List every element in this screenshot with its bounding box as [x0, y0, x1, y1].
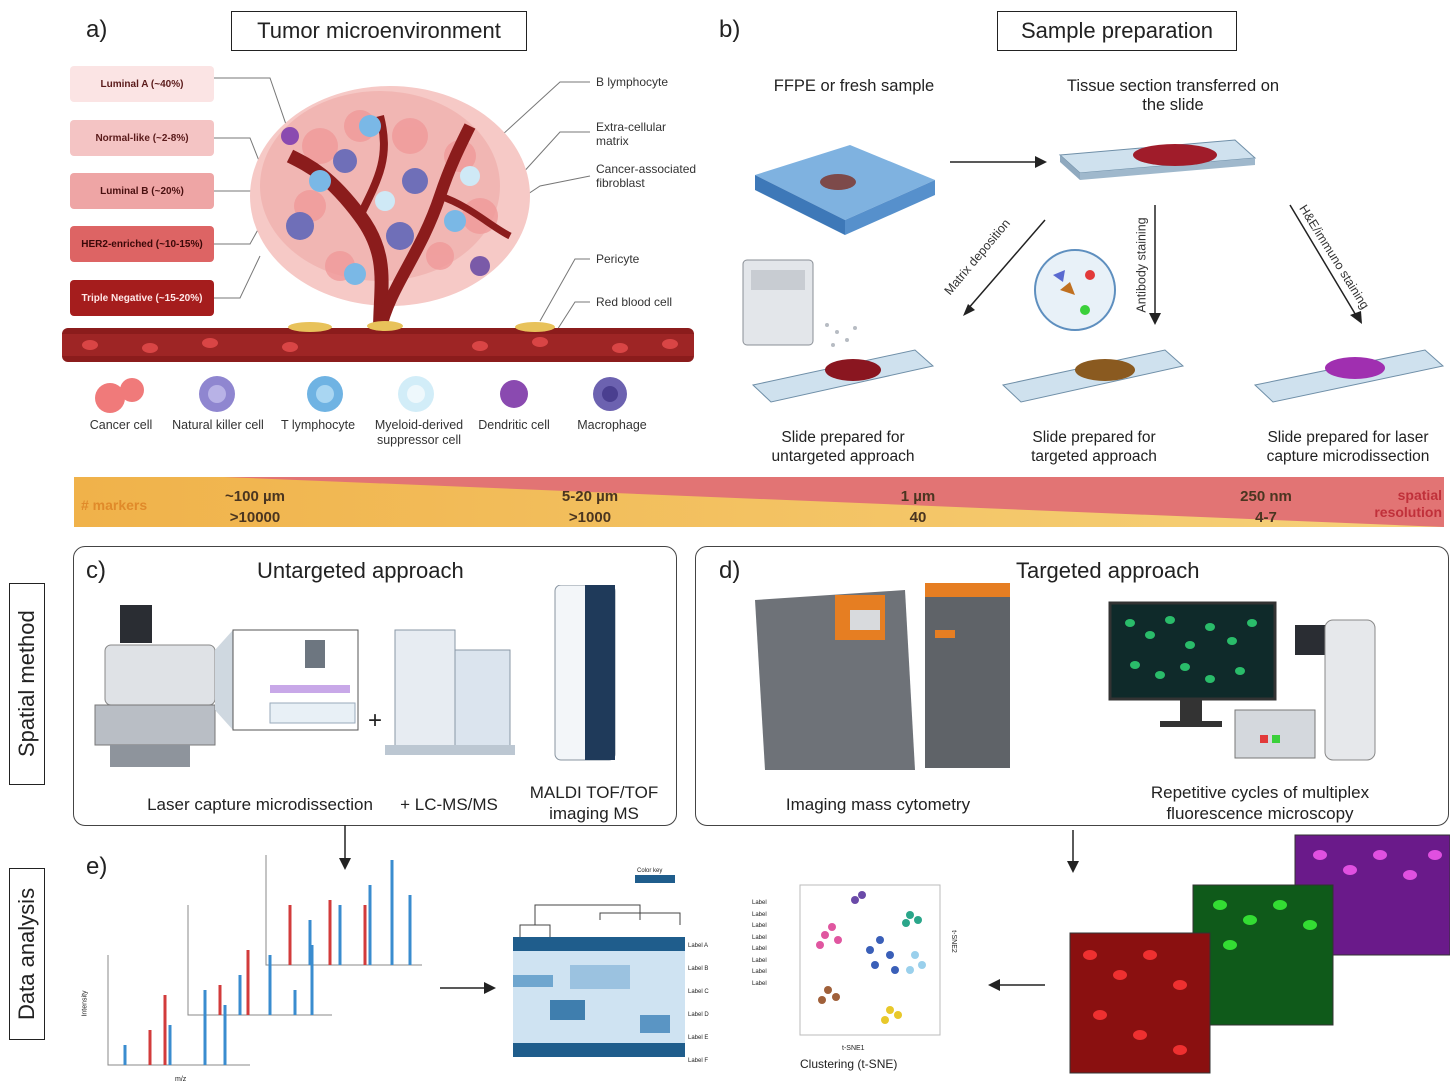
lcms-label: + LC-MS/MS [400, 795, 498, 814]
heatmap-row-e: Label E [688, 1035, 709, 1041]
cell-mdsc: Myeloid-derived suppressor cell [374, 418, 464, 447]
panel-c-letter: c) [86, 557, 106, 584]
band-markers-4: 4-7 [1255, 509, 1277, 526]
callout-b-lymphocyte: B lymphocyte [596, 75, 669, 89]
band-left-label: # markers [81, 497, 148, 513]
lcm-label: Laser capture microdissection [147, 795, 373, 814]
subtype-her2: HER2-enriched (~10-15%) [70, 226, 214, 262]
targeted-instruments [755, 583, 1376, 770]
subtype-normal-like: Normal-like (~2-8%) [70, 120, 214, 156]
tsne-legend-7: Label [752, 969, 767, 975]
panel-c-title: Untargeted approach [257, 558, 464, 583]
tsne-legend: Label Label Label Label Label Label Labe… [752, 898, 767, 990]
tsne-legend-5: Label [752, 946, 767, 952]
sample-prep-illustration [742, 139, 1445, 403]
spectrum-xlabel: m/z [175, 1076, 187, 1083]
slide-caption-lcm: Slide prepared for laser capture microdi… [1266, 429, 1430, 465]
heatmap-row-d: Label D [688, 1012, 709, 1018]
band-markers-1: >10000 [229, 509, 281, 526]
subtype-triple-negative: Triple Negative (~15-20%) [70, 280, 214, 316]
band-right-label: spatial resolution [1374, 487, 1442, 520]
fluorescence-stack [1069, 834, 1450, 1074]
side-label-spatial-method: Spatial method [9, 583, 45, 785]
band-res-4: 250 nm [1240, 488, 1292, 505]
tsne-plot [799, 884, 941, 1036]
plus-sign-glyph: + [368, 707, 382, 734]
tsne-xlabel: t-SNE1 [842, 1045, 865, 1052]
panel-d-title: Targeted approach [1016, 558, 1200, 583]
untargeted-instruments: + [94, 585, 616, 767]
tsne-caption: Clustering (t-SNE) [800, 1057, 898, 1071]
tsne-legend-3: Label [752, 923, 767, 929]
cell-legend-icons [95, 376, 627, 413]
tsne-legend-1: Label [752, 900, 767, 906]
band-level-3: 1 µm 40 [868, 486, 968, 528]
heatmap-row-labels: Label A Label B Label C Label D Label E … [688, 935, 709, 1073]
maldi-label: MALDI TOF/TOF imaging MS [529, 783, 659, 823]
band-level-1: ~100 µm >10000 [205, 486, 305, 528]
band-res-3: 1 µm [900, 488, 936, 505]
slide-caption-untargeted: Slide prepared for untargeted approach [771, 429, 915, 465]
slide-caption-targeted: Slide prepared for targeted approach [1031, 429, 1157, 465]
tsne-ylabel: t-SNE2 [949, 930, 957, 953]
fluor-label: Repetitive cycles of multiplex fluoresce… [1150, 783, 1370, 823]
transfer-label: Tissue section transferred on the slide [1066, 77, 1280, 114]
heatmap-key-label: Color key [637, 868, 663, 874]
cell-t-lymphocyte: T lymphocyte [280, 418, 356, 432]
tsne-legend-8: Label [752, 980, 767, 987]
tsne-legend-4: Label [752, 934, 767, 941]
panel-c-box [73, 546, 677, 826]
panel-d-letter: d) [719, 557, 741, 584]
heatmap-row-f: Label F [688, 1058, 709, 1064]
subtype-luminal-b: Luminal B (~20%) [70, 173, 214, 209]
band-level-2: 5-20 µm >1000 [540, 486, 640, 528]
panel-d-box [695, 546, 1449, 826]
tumor-illustration [62, 77, 694, 362]
arrow-label-antibody: Antibody staining [1134, 217, 1149, 313]
tsne-legend-2: Label [752, 911, 767, 918]
panel-a-title: Tumor microenvironment [231, 11, 527, 51]
callout-pericyte: Pericyte [596, 252, 640, 266]
side-label-data-analysis: Data analysis [9, 868, 45, 1040]
band-markers-3: 40 [909, 509, 927, 526]
callout-caf: Cancer-associated fibroblast [596, 162, 697, 190]
cell-nk: Natural killer cell [172, 418, 264, 432]
resolution-band [74, 477, 1444, 527]
tsne-legend-6: Label [752, 957, 767, 964]
subtype-luminal-a: Luminal A (~40%) [70, 66, 214, 102]
band-markers-2: >1000 [568, 509, 612, 526]
band-res-1: ~100 µm [225, 488, 285, 505]
data-analysis-graphics [107, 825, 1450, 1074]
callout-ecm: Extra-cellular matrix [596, 120, 667, 148]
band-level-4: 250 nm 4-7 [1216, 486, 1316, 528]
panel-a-letter: a) [86, 16, 108, 43]
spectrum-ylabel: Intensity [81, 990, 89, 1017]
panel-e-letter: e) [86, 853, 108, 880]
heatmap-row-b: Label B [688, 966, 709, 972]
callout-rbc: Red blood cell [596, 295, 673, 309]
imc-label: Imaging mass cytometry [785, 795, 971, 814]
spectrum-stack [107, 855, 422, 1066]
panel-b-letter: b) [719, 16, 741, 43]
heatmap-row-c: Label C [688, 989, 709, 995]
heatmap [513, 875, 685, 1057]
sample-label: FFPE or fresh sample [773, 77, 935, 95]
band-res-2: 5-20 µm [561, 488, 619, 505]
heatmap-row-a: Label A [688, 943, 709, 949]
cell-macrophage: Macrophage [577, 418, 647, 432]
cell-cancer: Cancer cell [89, 418, 153, 432]
cell-dendritic: Dendritic cell [478, 418, 550, 432]
panel-b-title: Sample preparation [997, 11, 1237, 51]
